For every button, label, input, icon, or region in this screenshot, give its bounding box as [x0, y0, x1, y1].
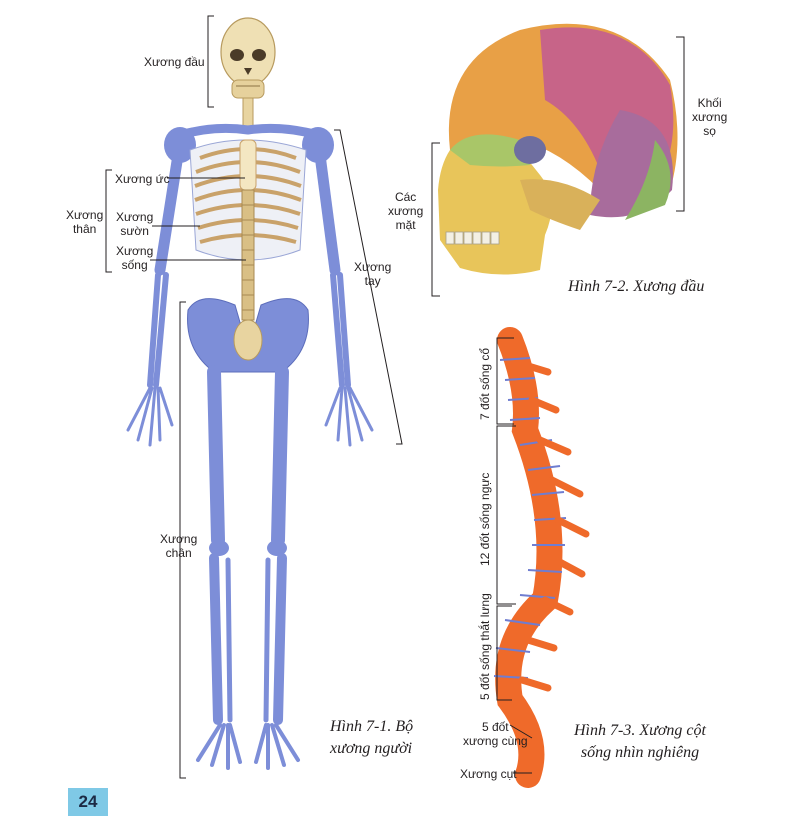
label-cranium: Khối xương sọ — [692, 96, 728, 138]
leg-bones-illustration — [196, 365, 300, 770]
label-arm: Xương tay — [354, 260, 392, 288]
label-spine: Xương sống — [116, 244, 154, 272]
label-face-bones: Các xương mặt — [388, 190, 424, 232]
caption-fig2: Hình 7-2. Xương đầu — [568, 278, 705, 295]
page-number: 24 — [68, 788, 108, 816]
label-sternum: Xương ức — [115, 172, 170, 186]
label-cervical: 7 đốt sống cổ — [478, 347, 492, 420]
label-ribs: Xương sườn — [116, 210, 154, 238]
skull-illustration — [220, 17, 276, 99]
label-sacral: 5 đốt xương cùng — [463, 720, 528, 748]
label-skull: Xương đầu — [144, 55, 205, 69]
spine-illustration — [241, 189, 255, 321]
label-trunk: Xương thân — [66, 208, 104, 236]
label-lumbar: 5 đốt sống thắt lưng — [478, 593, 492, 700]
label-coccyx: Xương cụt — [460, 767, 517, 781]
label-thoracic: 12 đốt sống ngực — [478, 472, 492, 566]
label-leg: Xương chân — [160, 532, 198, 560]
caption-fig1: Hình 7-1. Bộ xương người — [330, 718, 414, 757]
arm-bones-illustration — [126, 149, 374, 447]
caption-fig3: Hình 7-3. Xương cột sống nhìn nghiêng — [574, 722, 706, 761]
